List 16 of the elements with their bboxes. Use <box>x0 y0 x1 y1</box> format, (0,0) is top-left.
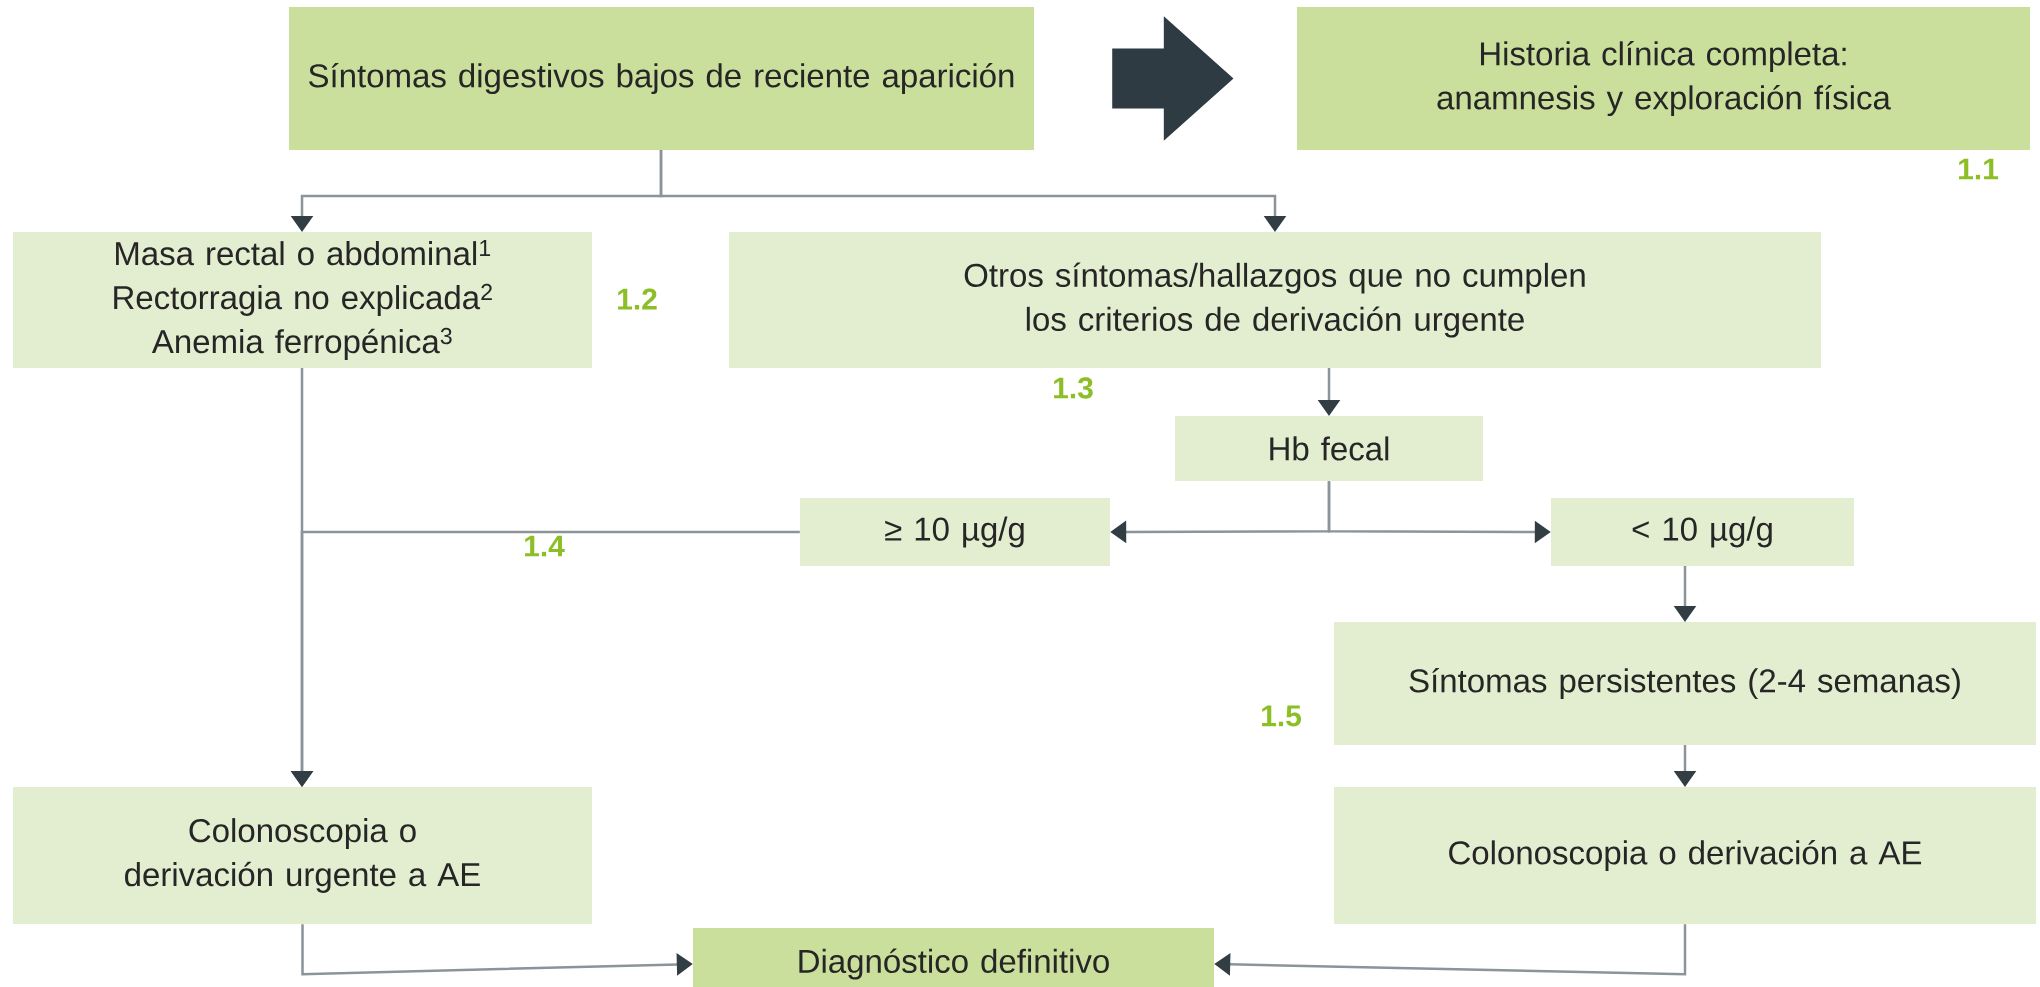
arrow <box>659 150 1287 232</box>
process-box: Otros síntomas/hallazgos que no cumplen los criterios de derivación urgente <box>729 232 1821 368</box>
step-number: 1.3 <box>1054 377 1093 399</box>
process-box: Hb fecal <box>1175 416 1483 481</box>
process-box: Colonoscopia o derivación a AE <box>1334 787 2036 924</box>
process-box: Historia clínica completa: anamnesis y exploración física <box>1297 7 2030 150</box>
process-box: Síntomas digestivos bajos de reciente aparición <box>289 7 1034 150</box>
process-box: Diagnóstico definitivo <box>693 928 1214 987</box>
step-number: 1.2 <box>618 288 657 310</box>
process-box: < 10 µg/g <box>1551 498 1854 566</box>
step-number: 1.4 <box>525 535 565 557</box>
process-box: Síntomas persistentes (2-4 semanas) <box>1334 622 2036 745</box>
process-box: Colonoscopia o derivación urgente a AE <box>13 787 592 924</box>
process-box: ≥ 10 µg/g <box>800 498 1110 566</box>
step-number: 1.5 <box>1262 705 1302 727</box>
process-box: Masa rectal o abdominal$^{1}$ Rectorragia no explicada$^{2}$ Anemia ferropénica$^{3}$ <box>13 232 592 368</box>
